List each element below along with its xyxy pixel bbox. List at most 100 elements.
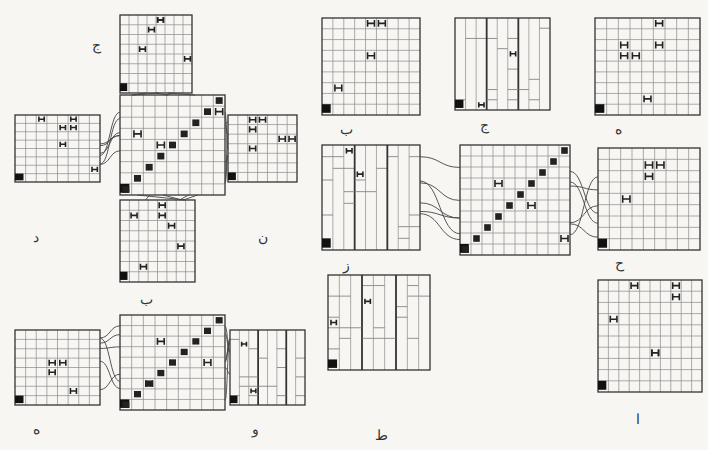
grid-line xyxy=(409,18,410,115)
diagonal-cell xyxy=(169,142,176,149)
grid-line xyxy=(653,18,654,115)
grid-line xyxy=(407,285,418,286)
grid-line xyxy=(201,95,202,195)
grid-border xyxy=(120,200,195,282)
grid-line xyxy=(120,378,225,379)
grid-border xyxy=(328,275,430,370)
grid-line xyxy=(15,156,100,157)
grid-line xyxy=(595,82,700,83)
grid-line xyxy=(339,338,350,339)
mapping-line xyxy=(138,195,186,200)
grid-border xyxy=(120,315,225,410)
grid-line xyxy=(407,338,418,339)
diagonal-cell xyxy=(192,119,199,126)
mapping-line xyxy=(420,181,460,234)
diagonal-cell xyxy=(495,213,502,220)
grid-line xyxy=(239,376,248,377)
h-mark xyxy=(610,316,617,323)
mapping-line xyxy=(570,224,598,237)
grid-line xyxy=(120,367,225,368)
mapping-line xyxy=(146,195,150,200)
grid-line xyxy=(120,346,225,347)
mapping-line xyxy=(183,195,197,200)
grid-line xyxy=(131,95,132,195)
diagonal-cell xyxy=(192,338,199,344)
diagonal-cell xyxy=(462,246,469,253)
mapping-line xyxy=(420,157,460,168)
grid-line xyxy=(322,82,420,83)
grid-line xyxy=(595,50,700,51)
h-mark xyxy=(242,342,247,347)
grid-line xyxy=(344,168,355,169)
diagonal-cell xyxy=(484,224,491,231)
corner-square xyxy=(120,184,129,193)
grid-line xyxy=(322,39,420,40)
handwritten-label: ن xyxy=(258,230,268,244)
grid-line xyxy=(386,145,388,250)
handwritten-label: ب xyxy=(140,292,153,306)
grid-line xyxy=(68,330,69,405)
grid-line xyxy=(295,330,296,405)
grid-line xyxy=(201,315,202,410)
h-mark xyxy=(60,142,65,147)
mapping-line xyxy=(225,339,230,362)
mapping-line xyxy=(100,374,120,389)
grid-line xyxy=(598,216,700,217)
mapping-line xyxy=(225,367,230,374)
h-mark xyxy=(71,125,76,130)
handwritten-label: ط xyxy=(375,428,388,442)
grid-line xyxy=(166,315,167,410)
diagonal-cell xyxy=(216,317,223,323)
grid-line xyxy=(174,15,175,93)
diagonal-cell xyxy=(528,180,535,187)
grid-matrix xyxy=(460,145,570,255)
grid-border xyxy=(598,148,700,250)
h-mark xyxy=(60,360,66,366)
grid-line xyxy=(598,182,700,183)
grid-line xyxy=(409,145,410,250)
grid-line xyxy=(228,124,297,125)
grid-line xyxy=(460,244,570,245)
grid-border xyxy=(120,15,192,93)
grid-line xyxy=(396,306,407,307)
grid-line xyxy=(373,285,384,286)
grid-line xyxy=(239,386,248,387)
grid-line xyxy=(362,338,373,339)
diagonal-cell xyxy=(204,328,211,334)
grid-line xyxy=(396,317,407,318)
handwritten-label: د xyxy=(33,230,39,244)
grid-line xyxy=(230,339,239,340)
grid-line xyxy=(328,317,339,318)
grid-line xyxy=(120,139,225,140)
grid-line xyxy=(267,115,268,182)
diagonal-cell xyxy=(181,349,188,355)
h-mark xyxy=(528,202,535,209)
grid-line xyxy=(595,104,700,105)
grid-line xyxy=(78,330,79,405)
grid-line xyxy=(120,183,225,184)
grid-line xyxy=(517,18,519,110)
h-mark xyxy=(510,51,515,56)
grid-line xyxy=(247,115,248,182)
grid-line xyxy=(526,145,527,255)
mapping-line xyxy=(225,122,228,124)
grid-line xyxy=(373,327,384,328)
grid-line xyxy=(228,153,297,154)
grid-line xyxy=(409,226,420,227)
grid-matrix xyxy=(120,200,195,282)
grid-line xyxy=(373,275,374,370)
grid-line xyxy=(677,148,678,250)
h-mark xyxy=(657,161,664,168)
grid-line xyxy=(277,348,286,349)
grid-line xyxy=(120,172,225,173)
grid-line xyxy=(322,93,420,94)
grid-line xyxy=(598,170,700,171)
grid-line xyxy=(476,38,487,39)
grid-line xyxy=(361,275,363,370)
h-mark xyxy=(140,46,146,52)
diagonal-cell xyxy=(539,169,546,176)
grid-line xyxy=(537,145,538,255)
grid-matrix xyxy=(120,315,225,410)
corner-square xyxy=(15,174,24,181)
handwritten-label: ج xyxy=(92,38,101,52)
